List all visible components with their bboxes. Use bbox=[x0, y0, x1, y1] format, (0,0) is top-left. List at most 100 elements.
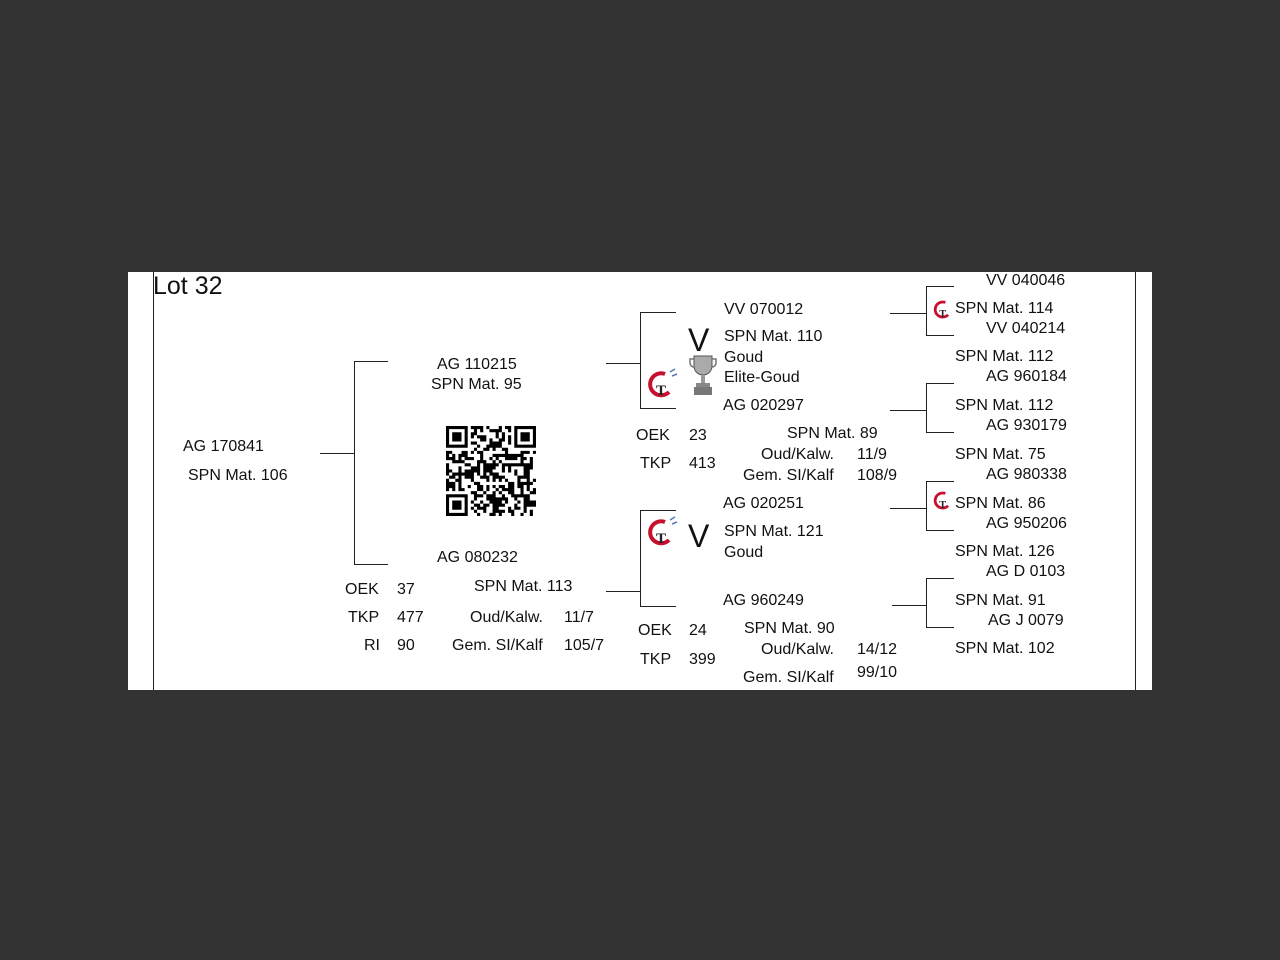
connector bbox=[926, 481, 927, 530]
ss-id: VV 070012 bbox=[724, 301, 804, 318]
connector bbox=[926, 286, 954, 287]
gen4-id: VV 040214 bbox=[986, 320, 1066, 337]
dam-oud-label: Oud/Kalw. bbox=[470, 609, 543, 626]
connector bbox=[890, 508, 926, 509]
dd-gem-label: Gem. SI/Kalf bbox=[743, 669, 834, 686]
connector bbox=[892, 605, 926, 606]
dam-tkp-label: TKP bbox=[348, 609, 380, 626]
sd-oek-value: 23 bbox=[689, 427, 707, 444]
svg-text:T: T bbox=[656, 531, 666, 547]
dam-oek-value: 37 bbox=[397, 581, 415, 598]
subject-id: AG 170841 bbox=[183, 438, 264, 455]
gen4-spn: SPN Mat. 102 bbox=[955, 640, 1055, 657]
sd-oek-label: OEK bbox=[636, 427, 670, 444]
gen4-spn: SPN Mat. 112 bbox=[955, 348, 1054, 365]
gt-logo-icon: T bbox=[933, 300, 950, 320]
connector bbox=[926, 627, 954, 628]
left-margin-line bbox=[153, 272, 154, 690]
connector bbox=[640, 312, 676, 313]
connector bbox=[640, 312, 641, 408]
dam-tkp-value: 477 bbox=[397, 609, 424, 626]
subject-spn: SPN Mat. 106 bbox=[188, 467, 288, 484]
svg-text:T: T bbox=[656, 383, 666, 399]
connector bbox=[926, 578, 954, 579]
dd-oud-value: 14/12 bbox=[857, 641, 898, 658]
sd-gem-label: Gem. SI/Kalf bbox=[743, 467, 834, 484]
connector bbox=[606, 363, 640, 364]
dd-tkp-value: 399 bbox=[689, 651, 716, 668]
dd-oek-value: 24 bbox=[689, 622, 707, 639]
ds-spn: SPN Mat. 121 bbox=[724, 523, 824, 540]
gen4-id: VV 040046 bbox=[986, 272, 1066, 289]
gen4-id: AG 930179 bbox=[986, 417, 1067, 434]
connector bbox=[640, 606, 676, 607]
svg-text:T: T bbox=[939, 309, 946, 320]
v-mark: V bbox=[688, 518, 710, 554]
sd-gem-value: 108/9 bbox=[857, 467, 898, 484]
dd-gem-value: 99/10 bbox=[857, 664, 898, 681]
ds-award: Goud bbox=[724, 544, 764, 561]
connector bbox=[926, 335, 954, 336]
connector bbox=[926, 530, 954, 531]
dam-ri-value: 90 bbox=[397, 637, 415, 654]
dd-tkp-label: TKP bbox=[640, 651, 672, 668]
connector bbox=[606, 591, 640, 592]
v-mark: V bbox=[688, 322, 710, 358]
gen4-id: AG J 0079 bbox=[988, 612, 1064, 629]
dam-oud-value: 11/7 bbox=[564, 609, 594, 626]
dam-id: AG 080232 bbox=[437, 549, 518, 566]
gen4-id: AG 980338 bbox=[986, 466, 1067, 483]
sd-spn: SPN Mat. 89 bbox=[787, 425, 878, 442]
sd-oud-value: 11/9 bbox=[857, 446, 887, 463]
dd-id: AG 960249 bbox=[723, 592, 804, 609]
dam-spn: SPN Mat. 113 bbox=[474, 578, 573, 595]
connector bbox=[320, 453, 354, 454]
dd-oud-label: Oud/Kalw. bbox=[761, 641, 834, 658]
trophy-icon bbox=[689, 355, 717, 395]
dd-oek-label: OEK bbox=[638, 622, 672, 639]
gen4-spn: SPN Mat. 114 bbox=[955, 300, 1054, 317]
gen4-spn: SPN Mat. 86 bbox=[955, 495, 1046, 512]
connector bbox=[640, 408, 676, 409]
connector bbox=[926, 383, 954, 384]
connector bbox=[640, 510, 641, 606]
sire-id: AG 110215 bbox=[437, 356, 517, 373]
connector bbox=[926, 432, 954, 433]
dam-gem-value: 105/7 bbox=[564, 637, 605, 654]
ds-id: AG 020251 bbox=[723, 495, 804, 512]
connector bbox=[890, 313, 926, 314]
sire-spn: SPN Mat. 95 bbox=[431, 376, 522, 393]
sd-tkp-label: TKP bbox=[640, 455, 672, 472]
ss-award-elite: Elite-Goud bbox=[724, 369, 800, 386]
sd-oud-label: Oud/Kalw. bbox=[761, 446, 834, 463]
connector bbox=[354, 361, 355, 564]
ss-award: Goud bbox=[724, 349, 764, 366]
connector bbox=[354, 361, 388, 362]
gt-logo-icon: T bbox=[648, 516, 678, 547]
dam-ri-label: RI bbox=[364, 637, 380, 654]
connector bbox=[926, 578, 927, 627]
gen4-id: AG 950206 bbox=[986, 515, 1067, 532]
gen4-id: AG D 0103 bbox=[986, 563, 1066, 580]
sd-id: AG 020297 bbox=[723, 397, 804, 414]
connector bbox=[890, 410, 926, 411]
gen4-spn: SPN Mat. 126 bbox=[955, 543, 1055, 560]
qr-code bbox=[446, 426, 536, 516]
gt-logo-icon: T bbox=[648, 368, 678, 399]
dam-gem-label: Gem. SI/Kalf bbox=[452, 637, 543, 654]
connector bbox=[926, 481, 954, 482]
connector bbox=[354, 564, 388, 565]
ss-spn: SPN Mat. 110 bbox=[724, 328, 823, 345]
gen4-id: AG 960184 bbox=[986, 368, 1067, 385]
gt-logo-icon: T bbox=[933, 491, 950, 511]
gen4-spn: SPN Mat. 75 bbox=[955, 446, 1046, 463]
connector bbox=[640, 510, 676, 511]
pedigree-sheet: Lot 32 AG 170841 SPN Mat. 106 AG 110215 … bbox=[128, 272, 1152, 690]
connector bbox=[926, 286, 927, 335]
gen4-spn: SPN Mat. 91 bbox=[955, 592, 1046, 609]
lot-title: Lot 32 bbox=[153, 272, 223, 300]
dam-oek-label: OEK bbox=[345, 581, 379, 598]
sd-tkp-value: 413 bbox=[689, 455, 716, 472]
right-margin-line bbox=[1135, 272, 1136, 690]
svg-text:T: T bbox=[939, 500, 946, 511]
